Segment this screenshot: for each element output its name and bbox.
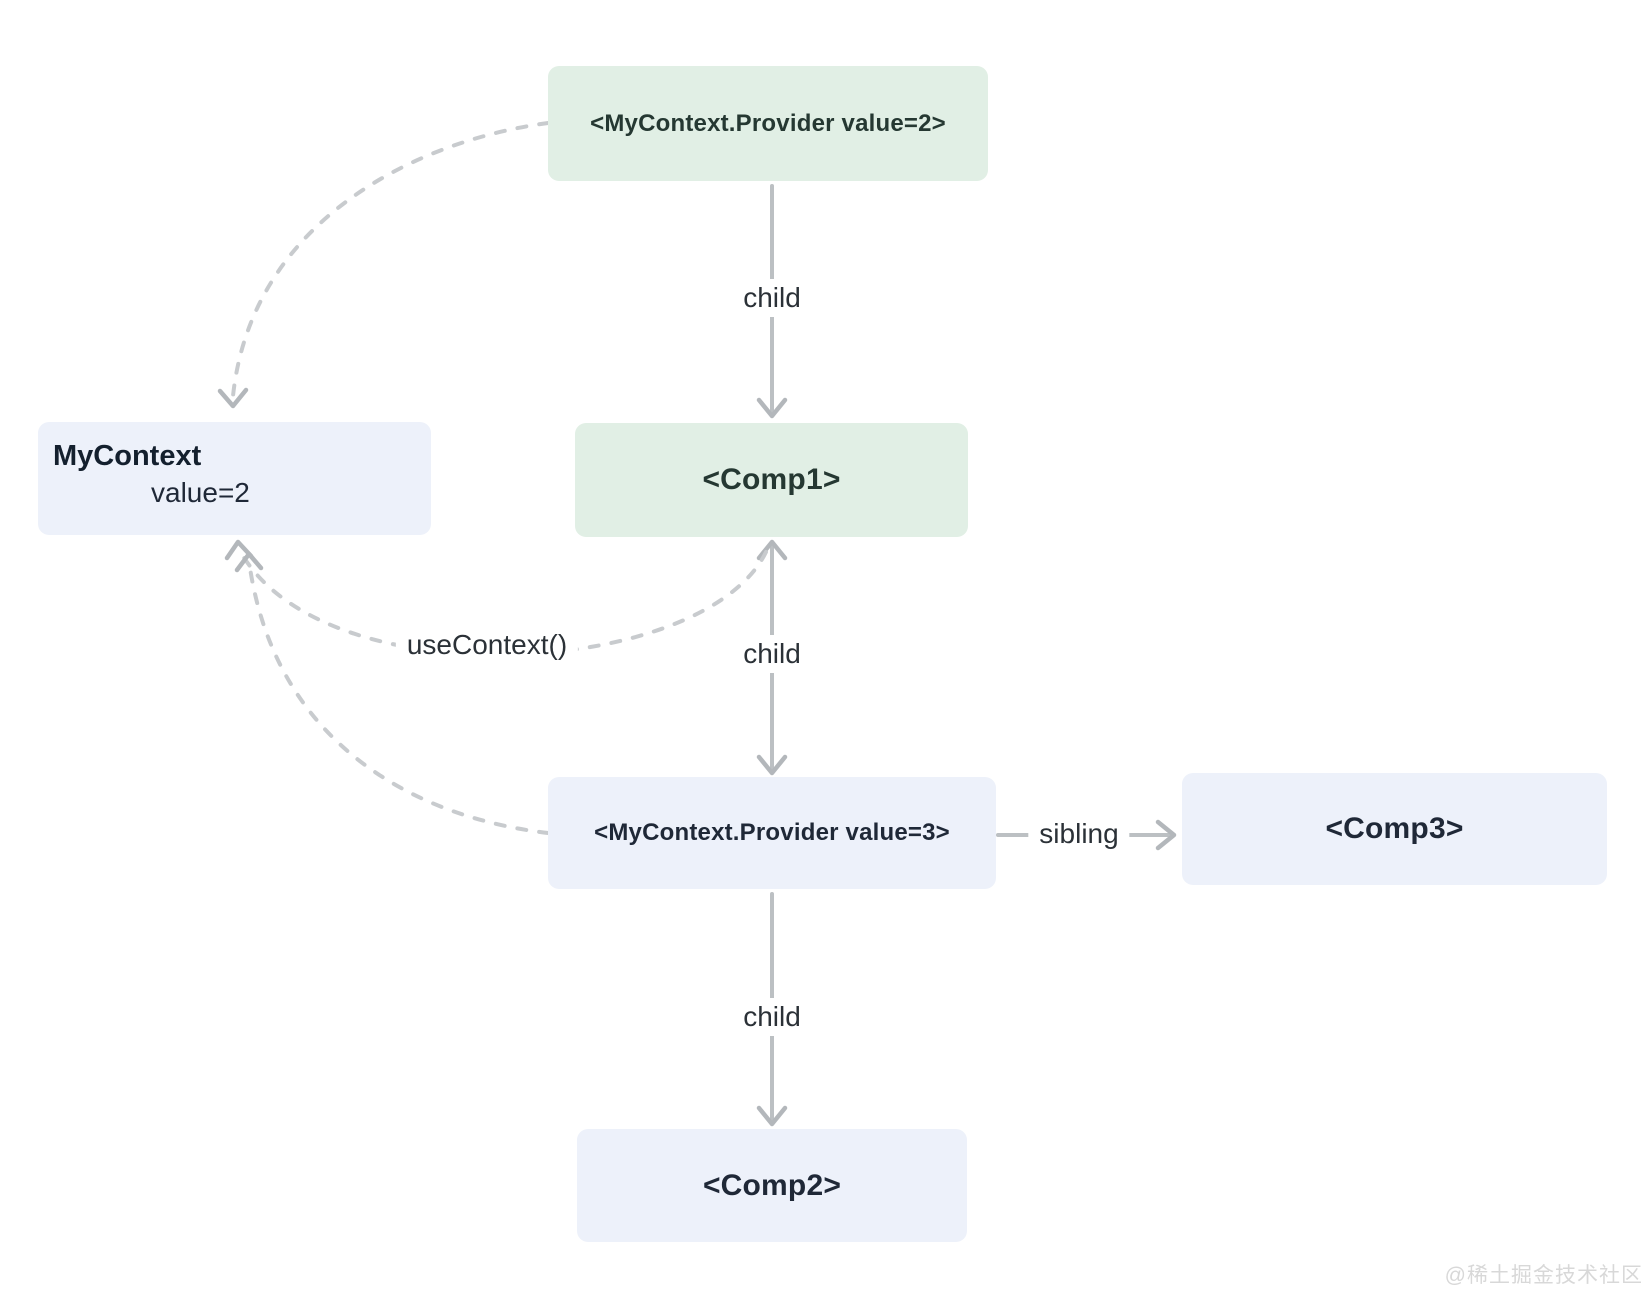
node-comp2: <Comp2> <box>577 1129 967 1242</box>
node-provider-value3: <MyContext.Provider value=3> <box>548 777 996 889</box>
node-mycontext-title: MyContext <box>53 440 202 472</box>
node-provider-value2-label: <MyContext.Provider value=2> <box>590 109 946 137</box>
edge-label-child-3: child <box>732 998 812 1036</box>
arrowhead-up-mycontext-1 <box>224 539 254 561</box>
node-comp2-label: <Comp2> <box>702 1168 842 1202</box>
node-comp3: <Comp3> <box>1182 773 1607 885</box>
edge-label-child-1: child <box>732 279 812 317</box>
node-comp3-label: <Comp3> <box>1325 812 1464 845</box>
edge-provider2-context-dashed <box>231 121 550 398</box>
arrowhead-right-comp3 <box>1155 819 1177 851</box>
edge-label-usecontext: useContext() <box>395 626 579 664</box>
arrowhead-down-comp1 <box>756 397 788 419</box>
edge-label-sibling: sibling <box>1028 815 1130 853</box>
arrowhead-up-comp1 <box>756 539 788 561</box>
arrowhead-down-comp2 <box>756 1105 788 1127</box>
edge-usecontext-dashed <box>241 550 768 657</box>
arrowhead-down-provider3 <box>756 754 788 776</box>
edge-label-child-2: child <box>732 635 812 673</box>
node-provider-value3-label: <MyContext.Provider value=3> <box>594 819 950 846</box>
node-provider-value2: <MyContext.Provider value=2> <box>548 66 988 181</box>
arrowhead-down-mycontext <box>217 387 249 409</box>
node-comp1-label: <Comp1> <box>702 463 841 496</box>
arrowhead-up-mycontext-2 <box>234 551 264 573</box>
node-comp1: <Comp1> <box>575 423 968 537</box>
node-mycontext: MyContext value=2 <box>38 422 431 535</box>
watermark: @稀土掘金技术社区 <box>1444 1264 1643 1287</box>
node-mycontext-value: value=2 <box>151 477 250 509</box>
edge-provider3-context-dashed <box>248 566 550 835</box>
